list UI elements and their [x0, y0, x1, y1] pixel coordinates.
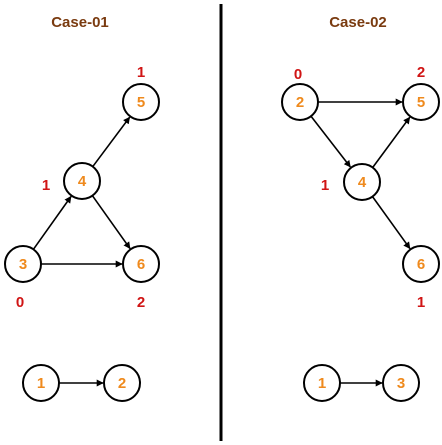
- edges-layer: [32, 98, 411, 387]
- node-annotation: 0: [294, 66, 302, 83]
- edge-case1-3-to-4: [32, 195, 72, 250]
- node-circle: [4, 245, 42, 283]
- node-case2-1: 1: [303, 364, 341, 402]
- node-annotation: 1: [137, 64, 145, 81]
- node-annotation: 1: [321, 177, 329, 194]
- edge-case1-4-to-6: [91, 195, 131, 250]
- node-label: 2: [296, 94, 304, 111]
- node-label: 2: [118, 375, 126, 392]
- node-label: 3: [19, 256, 27, 273]
- node-label: 4: [358, 174, 367, 191]
- node-case1-5: 51: [122, 64, 160, 121]
- node-circle: [103, 364, 141, 402]
- node-circle: [402, 83, 440, 121]
- node-case1-3: 30: [4, 245, 42, 311]
- case-01-title: Case-01: [51, 14, 109, 31]
- node-case1-2: 2: [103, 364, 141, 402]
- edge-case1-4-to-5: [92, 116, 131, 168]
- node-circle: [122, 83, 160, 121]
- node-circle: [122, 245, 160, 283]
- node-case2-2: 20: [281, 66, 319, 121]
- node-case2-5: 52: [402, 64, 440, 121]
- node-circle: [343, 163, 381, 201]
- node-case1-6: 62: [122, 245, 160, 311]
- node-annotation: 1: [42, 177, 50, 194]
- node-case1-1: 1: [22, 364, 60, 402]
- node-case2-3: 3: [382, 364, 420, 402]
- edge-case2-4-to-6: [371, 196, 411, 250]
- node-circle: [22, 364, 60, 402]
- node-circle: [63, 162, 101, 200]
- node-annotation: 2: [137, 294, 145, 311]
- node-circle: [382, 364, 420, 402]
- node-label: 5: [137, 94, 145, 111]
- node-case1-4: 41: [42, 162, 101, 200]
- case-02-title: Case-02: [329, 14, 387, 31]
- node-label: 1: [37, 375, 45, 392]
- node-annotation: 0: [16, 294, 24, 311]
- edge-case2-2-to-4: [310, 115, 351, 168]
- node-label: 5: [417, 94, 425, 111]
- node-label: 4: [78, 173, 87, 190]
- node-annotation: 1: [417, 294, 425, 311]
- node-annotation: 2: [417, 64, 425, 81]
- node-label: 6: [417, 256, 425, 273]
- node-label: 1: [318, 375, 326, 392]
- node-circle: [303, 364, 341, 402]
- node-circle: [281, 83, 319, 121]
- node-case2-4: 41: [321, 163, 381, 201]
- node-circle: [402, 245, 440, 283]
- edge-case2-4-to-5: [372, 116, 411, 168]
- node-case2-6: 61: [402, 245, 440, 311]
- node-label: 3: [397, 375, 405, 392]
- node-label: 6: [137, 256, 145, 273]
